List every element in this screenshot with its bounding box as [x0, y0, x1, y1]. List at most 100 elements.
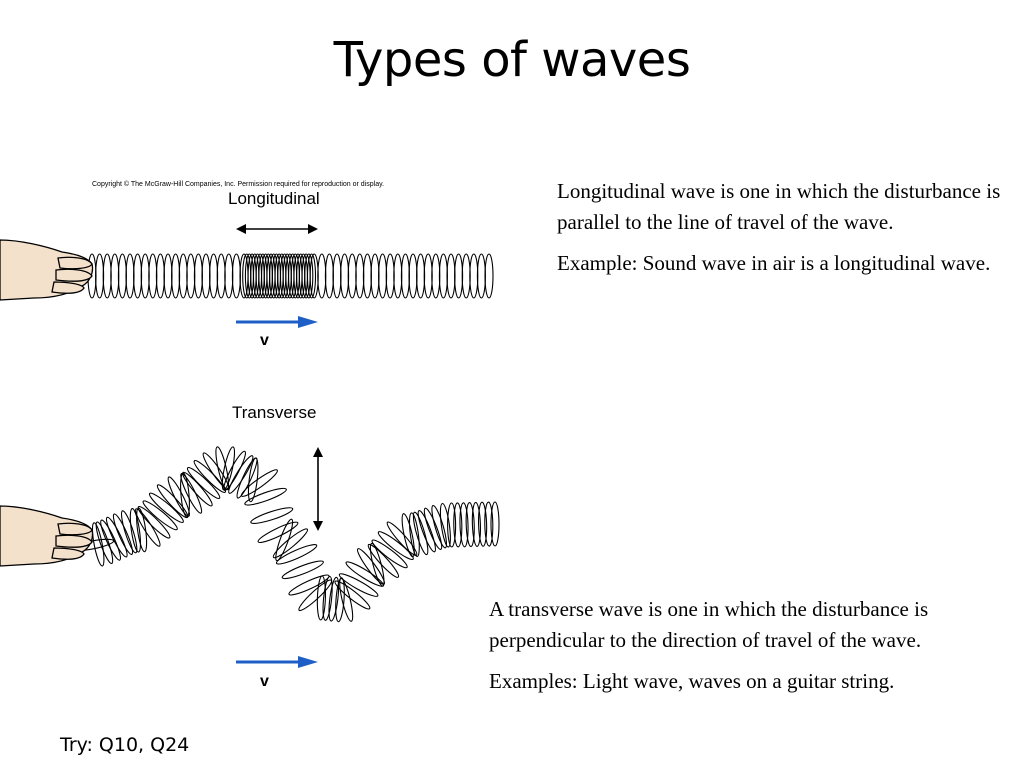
spring-coil	[447, 502, 457, 548]
spring-coil	[454, 253, 464, 299]
spring-coil	[377, 531, 414, 561]
spring-coil	[250, 507, 294, 524]
spring-coil	[423, 253, 433, 299]
spring-coil	[439, 502, 451, 548]
spring-coil	[459, 502, 469, 548]
spring-coil	[471, 501, 482, 547]
spring-coil	[334, 580, 371, 610]
spring-coil	[142, 500, 178, 531]
spring-coil	[408, 253, 418, 299]
spring-coil	[340, 253, 350, 299]
spring-coil	[304, 253, 314, 299]
longitudinal-label: Longitudinal	[228, 189, 320, 208]
spring-coil	[100, 519, 122, 561]
spring-coil	[317, 253, 327, 299]
spring-coil	[412, 511, 429, 556]
spring-coil	[408, 512, 420, 558]
spring-coil	[178, 253, 188, 299]
spring-coil	[288, 574, 330, 596]
spring-coil	[324, 253, 334, 299]
spring-coil	[95, 253, 105, 299]
spring-coil	[393, 253, 403, 299]
velocity-label-top: v	[260, 332, 269, 349]
transverse-spring	[69, 446, 500, 623]
spring-coil	[209, 253, 219, 299]
spring-coil	[182, 471, 213, 507]
spring-coil	[386, 521, 418, 556]
spring-coil	[105, 516, 128, 558]
spring-coil	[431, 505, 448, 549]
spring-coil	[367, 543, 400, 578]
spring-coil	[231, 253, 241, 299]
spring-coil	[362, 253, 372, 299]
spring-coil	[332, 253, 342, 299]
hand-bottom-icon	[0, 505, 94, 567]
spring-coil	[148, 253, 158, 299]
spring-coil	[355, 253, 365, 299]
spring-coil	[401, 513, 415, 558]
spring-coil	[163, 253, 173, 299]
spring-coil	[322, 575, 333, 621]
displacement-arrow	[313, 447, 323, 531]
spring-coil	[137, 506, 171, 539]
spring-coil	[193, 253, 203, 299]
spring-coil	[378, 253, 388, 299]
spring-coil	[91, 522, 105, 567]
spring-coil	[95, 521, 114, 565]
spring-coil	[281, 560, 324, 580]
spring-coil	[275, 544, 318, 565]
compression-arrow	[236, 224, 318, 234]
spring-coil	[484, 501, 494, 547]
spring-coil	[102, 253, 112, 299]
spring-coil	[478, 501, 488, 547]
spring-coil	[431, 253, 441, 299]
spring-coil	[461, 253, 471, 299]
spring-coil	[484, 253, 494, 299]
spring-coil	[117, 253, 127, 299]
spring-coil	[224, 253, 234, 299]
spring-coil	[120, 510, 138, 554]
spring-coil	[469, 253, 479, 299]
longitudinal-example: Example: Sound wave in air is a longitud…	[557, 251, 991, 275]
spring-coil	[416, 253, 426, 299]
transverse-definition: A transverse wave is one in which the di…	[489, 597, 929, 652]
spring-coil	[446, 253, 456, 299]
transverse-example: Examples: Light wave, waves on a guitar …	[489, 669, 895, 693]
longitudinal-spring	[87, 253, 494, 299]
slide-title: Types of waves	[333, 32, 691, 88]
longitudinal-description: Longitudinal wave is one in which the di…	[557, 176, 1017, 289]
spring-coil	[215, 446, 230, 491]
spring-coil	[298, 579, 333, 612]
spring-coil	[236, 457, 258, 499]
spring-coil	[371, 539, 408, 569]
spring-coil	[385, 253, 395, 299]
spring-coil	[223, 450, 247, 491]
spring-coil	[244, 487, 287, 506]
spring-coil	[465, 502, 475, 548]
spring-coil	[140, 253, 150, 299]
spring-coil	[221, 446, 236, 491]
spring-coil	[423, 507, 443, 550]
spring-coil	[328, 576, 340, 622]
transverse-description: A transverse wave is one in which the di…	[489, 594, 1019, 707]
spring-coil	[201, 253, 211, 299]
spring-coil	[216, 253, 226, 299]
spring-coil	[490, 501, 500, 547]
spring-coil	[400, 253, 410, 299]
spring-coil	[148, 492, 184, 523]
spring-coil	[133, 253, 143, 299]
spring-coil	[417, 510, 436, 553]
spring-coil	[275, 518, 294, 562]
spring-coil	[476, 253, 486, 299]
velocity-arrow-bottom	[236, 656, 318, 668]
spring-coil	[167, 476, 190, 517]
spring-coil	[316, 575, 327, 621]
spring-coil	[306, 253, 317, 299]
spring-coil	[125, 253, 135, 299]
spring-coil	[272, 528, 309, 559]
transverse-label: Transverse	[232, 403, 316, 422]
spring-coil	[112, 513, 134, 555]
spring-coil	[155, 253, 165, 299]
waves-diagram: Copyright © The McGraw-Hill Companies, I…	[0, 180, 500, 690]
longitudinal-definition: Longitudinal wave is one in which the di…	[557, 179, 1001, 234]
